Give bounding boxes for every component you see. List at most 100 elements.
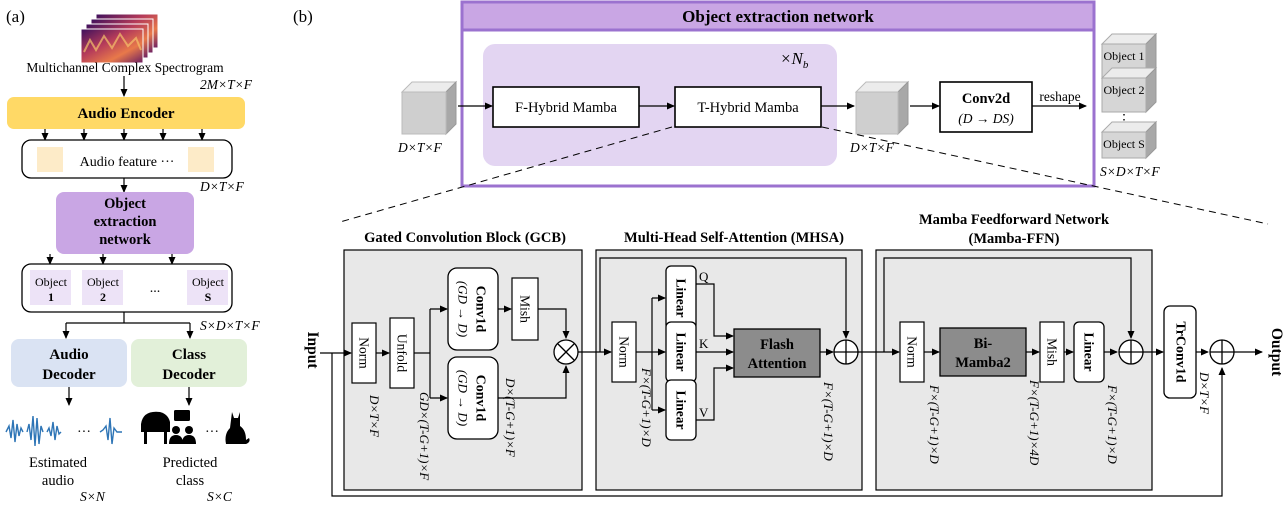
t-hybrid-mamba-block bbox=[674, 86, 822, 128]
reshape-label: reshape bbox=[1039, 89, 1080, 104]
add-icon bbox=[1209, 339, 1235, 365]
object-cube-2-label: Object 2 bbox=[1104, 83, 1145, 97]
linear-v-block bbox=[665, 379, 697, 441]
object-chip bbox=[82, 270, 123, 305]
conv1d-bottom-label: Conv1d bbox=[473, 375, 488, 422]
q-label: Q bbox=[699, 269, 709, 284]
waveform-ellipsis: ··· bbox=[77, 425, 91, 440]
network-title-bar bbox=[460, 0, 1096, 32]
output-cube bbox=[854, 80, 910, 136]
t-hybrid-mamba-label: T-Hybrid Mamba bbox=[697, 100, 799, 116]
network-title: Object extraction network bbox=[682, 7, 874, 26]
object-cube-s: Object S bbox=[1100, 120, 1158, 160]
mhsa-norm-label: Norm bbox=[617, 336, 632, 368]
predicted-class-line1: Predicted bbox=[163, 455, 219, 471]
panel-b: (b) Object extraction network ×Nb D×T×F … bbox=[293, 0, 1269, 225]
zoom-line-left bbox=[339, 126, 673, 223]
audio-encoder-label: Audio Encoder bbox=[77, 106, 174, 122]
ffn-norm-label: Norm bbox=[905, 336, 920, 368]
trconv1d-label: TrConv1d bbox=[1173, 321, 1188, 382]
zoom-line-right bbox=[821, 126, 1269, 225]
gcb-title: Gated Convolution Block (GCB) bbox=[364, 230, 566, 246]
conv-dims: D×(T-G+1)×F bbox=[503, 377, 518, 458]
conv1d-bottom-sub: (GD → D) bbox=[456, 370, 471, 426]
class-decoder-line2: Decoder bbox=[162, 367, 216, 383]
spectrogram-dims: 2M×T×F bbox=[200, 77, 253, 92]
object-cube-s-label: Object S bbox=[1103, 137, 1145, 151]
conv1d-top-label: Conv1d bbox=[473, 286, 488, 333]
audio-feature-block bbox=[21, 139, 233, 179]
gcb-norm-block bbox=[351, 322, 377, 384]
object-extraction-line1: Object bbox=[104, 196, 146, 212]
cat-icon bbox=[225, 412, 250, 444]
predicted-dims: S×C bbox=[207, 489, 233, 504]
feature-chip bbox=[188, 147, 214, 172]
conv1d-top-sub: (GD → D) bbox=[456, 281, 471, 337]
object-ellipsis: ... bbox=[150, 281, 161, 296]
ffn-title-line2: (Mamba-FFN) bbox=[968, 231, 1059, 247]
class-ellipsis: ··· bbox=[205, 425, 219, 440]
flash-attention-line2: Attention bbox=[748, 356, 807, 372]
k-label: K bbox=[699, 336, 709, 351]
predicted-class-line2: class bbox=[176, 473, 205, 489]
ffn-linear-dims: F×(T-G+1)×D bbox=[1105, 384, 1120, 464]
ffn-mish-label: Mish bbox=[1045, 338, 1060, 366]
conv2d-sub: (D → DS) bbox=[958, 111, 1014, 126]
spectrogram-icon bbox=[80, 13, 159, 64]
conv2d-label: Conv2d bbox=[962, 91, 1010, 107]
audio-decoder-line1: Audio bbox=[49, 347, 88, 363]
trconv-dims: D×T×F bbox=[1197, 371, 1212, 415]
spectrogram-label: Multichannel Complex Spectrogram bbox=[26, 60, 224, 75]
audio-encoder-block bbox=[7, 97, 245, 129]
panel-a-label: (a) bbox=[6, 7, 25, 26]
add-icon bbox=[1118, 339, 1144, 365]
mhsa-in-dims: F×(T-G+1)×D bbox=[639, 367, 654, 447]
estimated-audio-line2: audio bbox=[42, 473, 74, 489]
panel-b-label: (b) bbox=[293, 7, 313, 26]
object-dims: S×D×T×F bbox=[200, 318, 260, 333]
gcb-mish-label: Mish bbox=[518, 295, 533, 323]
piano-icon bbox=[141, 411, 170, 444]
linear-v-label: Linear bbox=[674, 391, 689, 430]
flash-attention-block bbox=[733, 328, 821, 378]
feature-chip bbox=[37, 147, 63, 172]
repeat-region bbox=[483, 44, 837, 166]
output-dims: D×T×F bbox=[849, 140, 894, 155]
object-s-index: S bbox=[205, 290, 212, 304]
v-label: V bbox=[699, 405, 709, 420]
object-cube-2: Object 2 bbox=[1100, 66, 1158, 114]
mhsa-title: Multi-Head Self-Attention (MHSA) bbox=[624, 230, 844, 246]
gcb-norm-label: Norm bbox=[357, 337, 372, 369]
object-extraction-block bbox=[56, 192, 194, 254]
object-extraction-line3: network bbox=[99, 232, 151, 248]
detail: Input Gated Convolution Block (GCB) Mult… bbox=[304, 212, 1285, 497]
audio-decoder-block bbox=[11, 339, 127, 387]
repeat-label: ×Nb bbox=[780, 49, 809, 71]
class-decoder-line1: Class bbox=[172, 347, 206, 363]
gcb-mish-block bbox=[511, 277, 539, 341]
people-icon bbox=[169, 410, 196, 444]
gcb-norm-dims: D×T×F bbox=[367, 394, 382, 438]
ffn-norm-block bbox=[899, 321, 925, 383]
ffn-norm-dims: F×(T-G+1)×D bbox=[927, 384, 942, 464]
add-icon bbox=[833, 339, 859, 365]
estimated-dims: S×N bbox=[80, 489, 106, 504]
bi-mamba2-block bbox=[939, 327, 1027, 377]
object-2-index: 2 bbox=[100, 290, 106, 304]
object-chip bbox=[187, 270, 228, 305]
input-cube bbox=[400, 80, 458, 136]
ffn-linear-label: Linear bbox=[1082, 333, 1097, 372]
object-1-index: 1 bbox=[48, 290, 54, 304]
ffn-title-line1: Mamba Feedforward Network bbox=[919, 212, 1110, 228]
unfold-dims: GD×(T-G+1)×F bbox=[417, 392, 432, 481]
input-dims: D×T×F bbox=[397, 140, 442, 155]
waveform-icon bbox=[99, 417, 122, 445]
ffn-mish-block bbox=[1039, 321, 1065, 383]
object-s-label: Object bbox=[192, 275, 225, 289]
feature-dims: D×T×F bbox=[199, 179, 244, 194]
ffn-mamba-dims: F×(T-G+1)×4D bbox=[1027, 379, 1042, 466]
unfold-label: Unfold bbox=[395, 334, 410, 372]
audio-decoder-line2: Decoder bbox=[42, 367, 96, 383]
object-chip bbox=[30, 270, 71, 305]
object-extraction-line2: extraction bbox=[94, 214, 157, 230]
